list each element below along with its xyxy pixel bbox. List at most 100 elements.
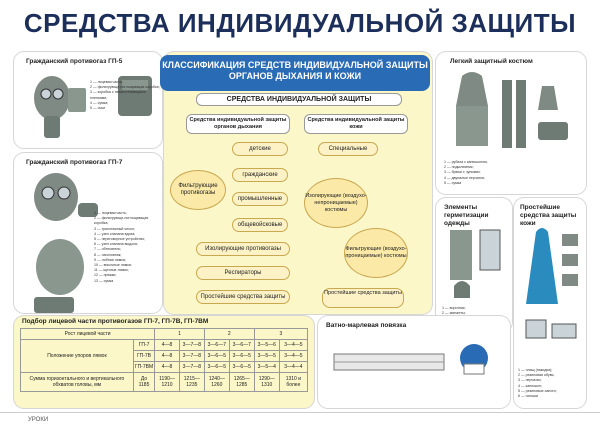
table-cell: 4—8 [154,350,180,362]
special-pill: Специальные [318,142,378,156]
footer: УРОКИ [0,412,600,430]
footer-brand: УРОКИ [28,417,49,423]
elements-title: Элементы герметизации одежды [444,204,489,227]
bandage-title: Ватно-марлевая повязка [326,322,407,329]
table-cell: 3—6—5 [203,361,230,373]
gp7-title: Гражданский противогаз ГП-7 [26,159,123,166]
simple-skin-pill: Простейшие средства защиты [322,288,404,308]
table-sum-cell: 1290—1310 [253,372,280,392]
kostyum-item: 1 — рубаха с капюшоном; [444,160,488,164]
table-header-label: Рост лицевой части [19,328,156,340]
simple-skin-panel: Простейшие средства защиты кожи 1 — плащ… [514,198,586,408]
table-cell: 3—6—5 [203,350,230,362]
filter-oval: Фильтрующие противогазы [170,170,226,210]
simple-skin-item: 6 — галоши [518,394,538,399]
table-cell: 4—8 [154,339,180,351]
bandage-panel: Ватно-марлевая повязка [318,316,510,408]
table-sum-cell: 1265—1285 [228,372,255,392]
table-cell: 3—7—8 [178,350,205,362]
gp7-item: 10 — височные лямки; [94,263,132,268]
gp7-item: 3 — трикотажный чехол; [94,226,135,231]
izol-skin-oval: Изолирующие (воздухо-непроницаемые) кост… [304,178,368,228]
elements-panel: Элементы герметизации одежды 1 — воротни… [436,198,512,332]
gp5-item: 2 — фильтрующе-поглощающая коробка; [90,85,160,90]
table-sum-cell: 1215—1235 [178,372,205,392]
gp5-bag-icon [118,76,152,116]
elements-item: 2 — манжеты; [442,311,466,316]
table-row-label: ГП-7В [132,350,156,362]
gp7-item: 13 — сумка [94,278,114,283]
table-cell: 3—4—5 [278,350,309,362]
gp7-item: 8 — наголовник; [94,252,122,257]
table-size-3: 3 [253,328,309,340]
table-cell: 3—7—8 [178,339,205,351]
kostyum-item: 5 — сумка [444,180,462,185]
gp7-item: 6 — узел клапана выдоха; [94,242,138,247]
gp5-item: 4 — сумка; [90,100,109,105]
page-title: СРЕДСТВА ИНДИВИДУАЛЬНОЙ ЗАЩИТЫ [23,8,577,38]
table-cell: 3—5—4 [253,361,280,373]
resp-pill: Респираторы [196,266,290,280]
table-panel: Подбор лицевой части противогазов ГП-7, … [14,316,314,408]
filter-item-obshchevoiskovye: общевойсковые [232,218,288,232]
kostyum-item: 2 — подшлемник; [444,165,474,170]
gp5-item: 5 — очки [90,106,105,111]
resp-head-box: Средства индивидуальной защиты органов д… [186,114,290,134]
table-title: Подбор лицевой части противогазов ГП-7, … [22,318,209,325]
gp7-item: 1 — лицевая часть; [94,211,127,215]
elements-item: 1 — воротник; [442,306,466,310]
gp7-panel: Гражданский противогаз ГП-7 1 — лицевая … [14,153,162,313]
simple-skin-item: 1 — плащ (накидка); [518,368,553,372]
elements-illustration [450,229,501,298]
table-cell: 3—4—5 [278,339,309,351]
table-cell: 3—6—5 [228,350,255,362]
table-cell: 3—7—8 [178,361,205,373]
table-row-label: ГП-7 [132,339,156,351]
skin-head-box: Средства индивидуальной защиты кожи [304,114,408,134]
gp7-item: 7 — обтекатель; [94,247,122,252]
gp5-title: Гражданский противогаз ГП-5 [26,58,123,65]
sredstva-title-box: СРЕДСТВА ИНДИВИДУАЛЬНОЙ ЗАЩИТЫ [196,93,402,106]
kostyum-items: 1 — рубаха с капюшоном; 2 — подшлемник; … [444,160,584,186]
size-table: Рост лицевой части 1 2 3 Положение упоро… [19,328,309,392]
gp5-items: 1 — лицевая часть; 2 — фильтрующе-поглощ… [90,80,160,111]
gp5-illustration [34,76,86,138]
table-cell: 3—5—6 [253,339,280,351]
table-cell: 3—6—7 [228,339,255,351]
simple-skin-title: Простейшие средства защиты кожи [520,204,577,227]
table-row-label: ГП-7ВМ [132,361,156,373]
filter-item-grazhdanskie: гражданские [232,168,288,182]
table-size-1: 1 [154,328,205,340]
gp5-item: 1 — лицевая часть; [90,80,123,84]
simple-skin-illustration [525,228,578,339]
filter-item-promyshlennye: промышленные [232,192,288,206]
table-sum-cell: 1240—1260 [203,372,230,392]
gp7-item: 5 — переговорное устройство; [94,237,146,242]
simple-skin-item: 3 — перчатки; [518,378,542,383]
simple-skin-item: 4 — капюшон; [518,383,542,388]
table-cell: 3—6—7 [203,339,230,351]
kostyum-item: 4 — двупалые перчатки; [444,175,485,180]
table-cell: 3—5—5 [253,350,280,362]
simple-resp-pill: Простейшие средства защиты [196,290,290,304]
gp7-items: 1 — лицевая часть; 2 — фильтрующе-поглощ… [94,211,160,284]
simple-skin-item: 5 — резиновые сапоги; [518,388,557,393]
table-cell: 3—6—5 [228,361,255,373]
filter-skin-oval: Фильтрующие (воздухо-проницаемые) костюм… [344,228,408,278]
kostyum-item: 3 — брюки с чулками; [444,170,481,175]
gp7-item: 11 — щечные лямки; [94,268,129,273]
gp5-panel: Гражданский противогаз ГП-5 1 — лицевая … [14,52,162,148]
kostyum-illustration [456,72,568,148]
simple-skin-items: 1 — плащ (накидка); 2 — резиновая обувь;… [518,368,584,399]
gp5-item: 3 — коробка с незапотевающими пленками; [90,90,146,100]
filter-item-detskie: детские [232,142,288,156]
table-cell: 3—4—4 [278,361,309,373]
classification-header: КЛАССИФИКАЦИЯ СРЕДСТВ ИНДИВИДУАЛЬНОЙ ЗАЩ… [160,55,430,91]
simple-skin-item: 2 — резиновая обувь; [518,373,555,378]
table-sum-cell: 1190—1210 [154,372,180,392]
kostyum-title: Легкий защитный костюм [450,58,533,65]
table-sum-label: Сумма горизонтального и вертикального об… [20,372,134,392]
gp7-item: 12 — пряжки; [94,273,117,278]
gp7-item: 2 — фильтрующе-поглощающая коробка; [94,216,149,226]
